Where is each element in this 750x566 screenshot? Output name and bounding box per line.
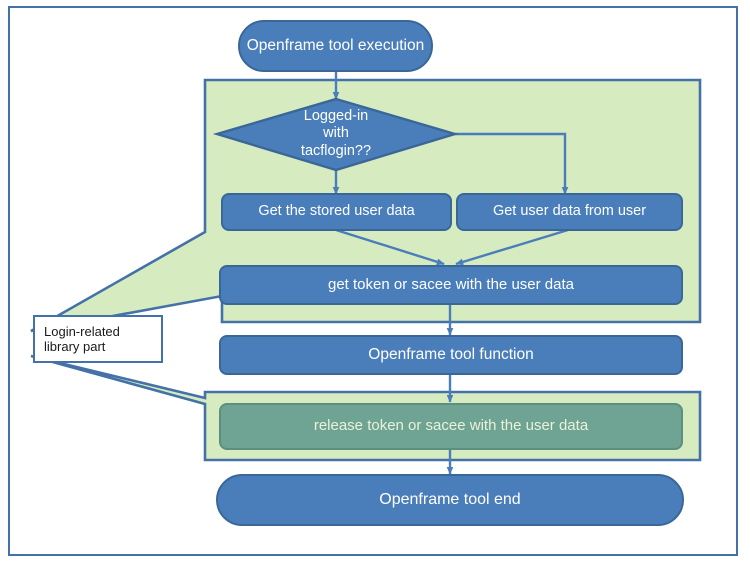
node-get-stored-user-data[interactable]: Get the stored user data bbox=[221, 193, 452, 231]
node-get-token-label: get token or sacee with the user data bbox=[328, 275, 574, 293]
connector-user-data-to-get-token bbox=[455, 228, 569, 266]
decision-diamond-shape[interactable] bbox=[212, 97, 460, 172]
callout-login-related-library[interactable]: Login-related library part bbox=[33, 315, 163, 363]
node-end-label: Openframe tool end bbox=[379, 491, 521, 509]
connector-stored-data-to-get-token bbox=[335, 228, 445, 266]
callout-line1: Login-related bbox=[44, 324, 120, 339]
node-start[interactable]: Openframe tool execution bbox=[238, 20, 433, 72]
node-get-user-data-from-user-label: Get user data from user bbox=[492, 203, 647, 220]
node-start-label: Openframe tool execution bbox=[246, 36, 425, 54]
node-openframe-tool-function[interactable]: Openframe tool function bbox=[219, 335, 683, 375]
callout-line2: library part bbox=[44, 339, 106, 354]
node-openframe-tool-function-label: Openframe tool function bbox=[368, 345, 534, 363]
node-end[interactable]: Openframe tool end bbox=[216, 474, 684, 526]
node-get-user-data-from-user[interactable]: Get user data from user bbox=[456, 193, 683, 231]
connector-decision-to-user-data bbox=[455, 132, 569, 195]
node-get-token[interactable]: get token or sacee with the user data bbox=[219, 265, 683, 305]
node-get-stored-user-data-label: Get the stored user data bbox=[258, 203, 415, 220]
node-release-token-label: release token or sacee with the user dat… bbox=[313, 417, 589, 435]
node-release-token[interactable]: release token or sacee with the user dat… bbox=[219, 403, 683, 450]
